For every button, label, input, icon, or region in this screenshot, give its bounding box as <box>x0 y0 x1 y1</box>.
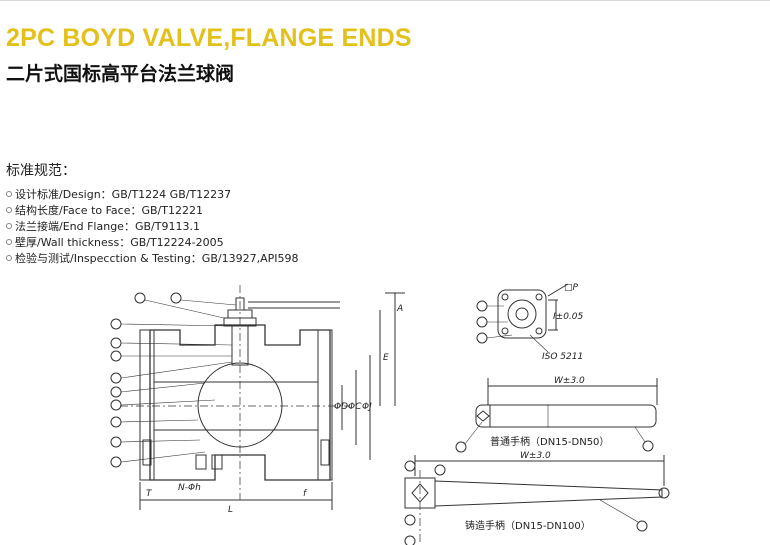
handle-normal-w-label: W±3.0 <box>554 376 585 386</box>
bullet-icon <box>6 223 12 229</box>
valve-top-view <box>476 283 569 353</box>
standard-item-text: 壁厚/Wall thickness：GB/T12224-2005 <box>15 236 224 249</box>
handle-cast-caption: 铸造手柄（DN15-DN100） <box>465 519 591 532</box>
top-view-labels: □P I±0.05 ISO 5211 <box>542 283 584 362</box>
dim-n-phi-h-label: N-Φh <box>178 483 201 493</box>
page-title-chinese: 二片式国标高平台法兰球阀 <box>6 63 235 85</box>
handle-cast-labels: W±3.0 铸造手柄（DN15-DN100） <box>465 451 591 532</box>
dim-i-label: I±0.05 <box>553 312 584 322</box>
dim-l-label: L <box>228 505 233 515</box>
standard-item-text: 法兰接端/End Flange：GB/T9113.1 <box>15 220 200 233</box>
bullet-icon <box>6 191 12 197</box>
standard-item-inspection: 检验与测试/Inspecction & Testing：GB/13927,API… <box>6 250 298 266</box>
standard-item-design: 设计标准/Design：GB/T1224 GB/T12237 <box>6 186 298 202</box>
standards-list: 设计标准/Design：GB/T1224 GB/T12237 结构长度/Face… <box>6 186 298 266</box>
valve-main-view <box>110 285 405 510</box>
standard-item-text: 结构长度/Face to Face：GB/T12221 <box>15 204 203 217</box>
standard-item-text: 设计标准/Design：GB/T1224 GB/T12237 <box>15 188 232 201</box>
dim-a-label: A <box>396 304 403 314</box>
dim-phi-d-label: ΦD <box>334 402 348 412</box>
handle-normal-caption: 普通手柄（DN15-DN50） <box>490 435 609 448</box>
bullet-icon <box>6 255 12 261</box>
handle-normal-labels: W±3.0 普通手柄（DN15-DN50） <box>490 376 609 448</box>
bullet-icon <box>6 207 12 213</box>
iso-label: ISO 5211 <box>542 352 583 362</box>
standard-item-wall-thickness: 壁厚/Wall thickness：GB/T12224-2005 <box>6 234 298 250</box>
standard-item-face-to-face: 结构长度/Face to Face：GB/T12221 <box>6 202 298 218</box>
main-view-dimension-labels: A E ΦD ΦC ΦJ T f L N-Φh <box>146 304 403 515</box>
handle-cast-w-label: W±3.0 <box>520 451 551 461</box>
dim-e-label: E <box>383 353 389 363</box>
top-divider <box>0 0 770 5</box>
standards-heading: 标准规范： <box>6 163 76 179</box>
bullet-icon <box>6 239 12 245</box>
dim-phi-j-label: ΦJ <box>362 402 372 412</box>
dim-phi-c-label: ΦC <box>348 402 362 412</box>
dim-f-label: f <box>303 489 308 499</box>
standard-item-end-flange: 法兰接端/End Flange：GB/T9113.1 <box>6 218 298 234</box>
standard-item-text: 检验与测试/Inspecction & Testing：GB/13927,API… <box>15 252 299 265</box>
dim-p-label: □P <box>564 283 579 293</box>
handle-normal-view <box>455 378 658 453</box>
dim-t-label: T <box>146 489 153 499</box>
page-title-english: 2PC BOYD VALVE,FLANGE ENDS <box>6 24 412 52</box>
handle-cast-view <box>404 455 670 545</box>
